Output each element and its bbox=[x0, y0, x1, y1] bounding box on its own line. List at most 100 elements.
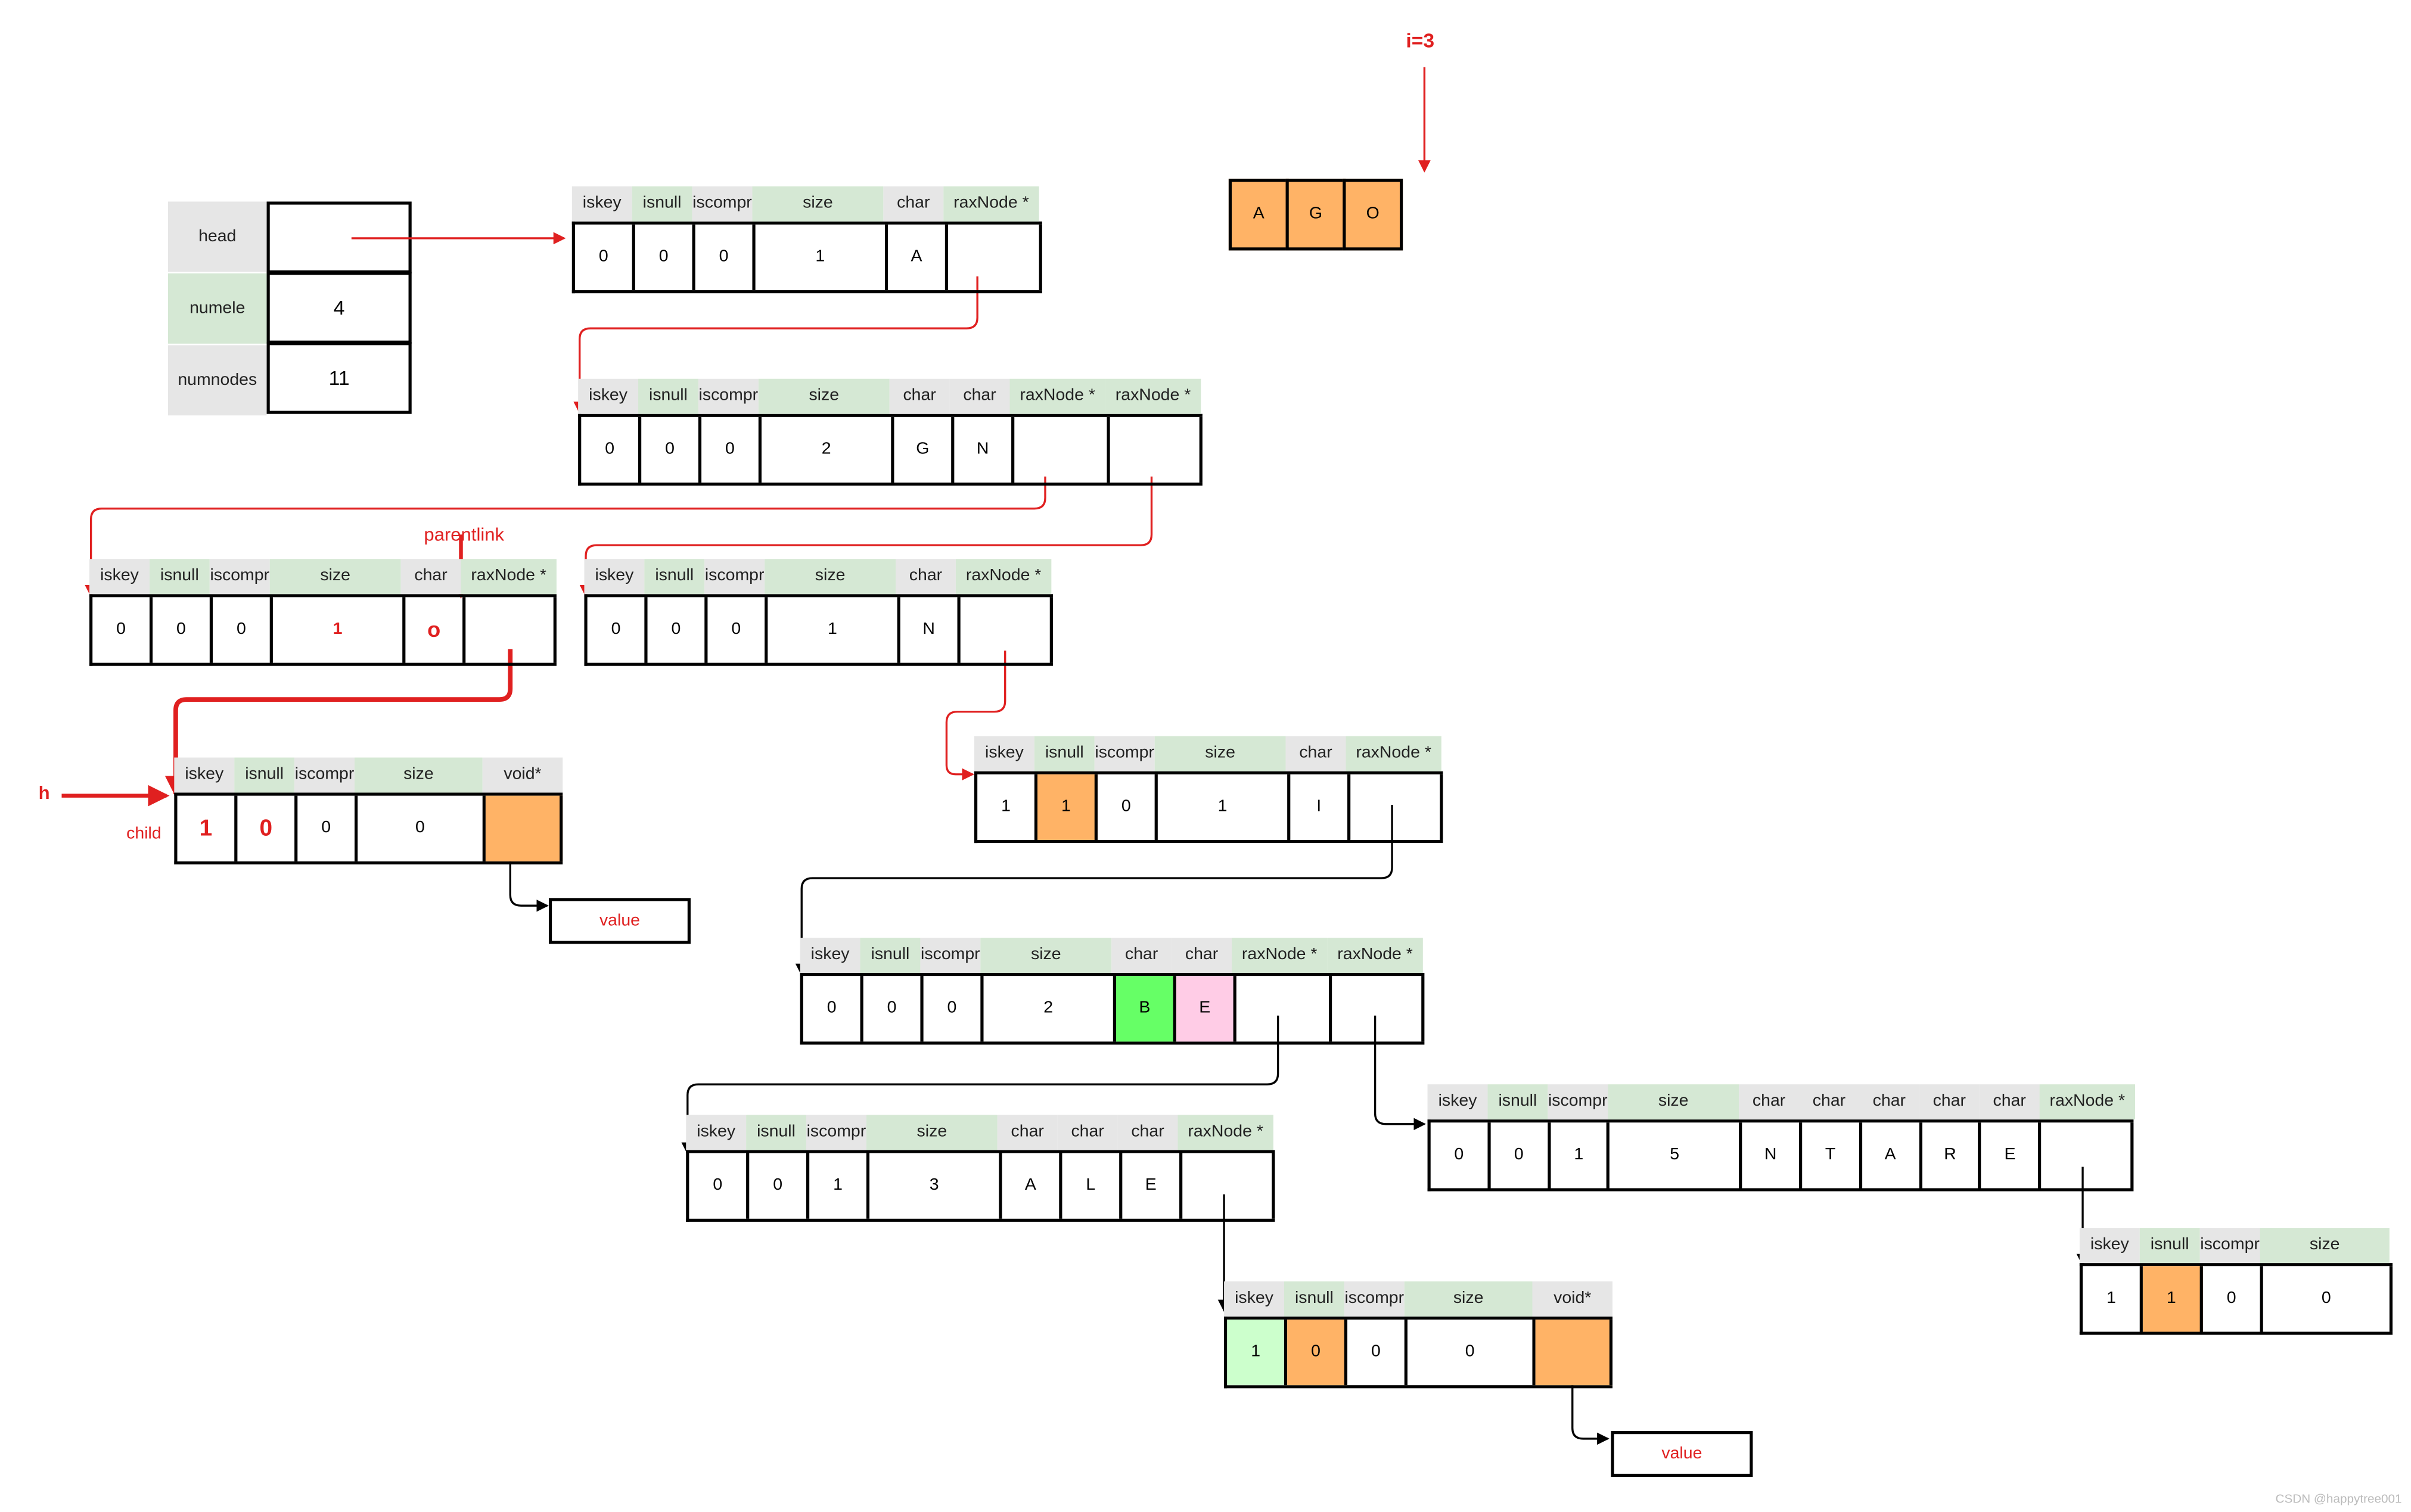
value-cell: 0 bbox=[863, 976, 924, 1042]
insert-key-chars: A G O bbox=[1228, 178, 1403, 251]
header-cell: size bbox=[765, 559, 896, 595]
header-cell: char bbox=[1859, 1084, 1919, 1120]
rax-node-annie: iskey isnull iscompr size char char char… bbox=[1427, 1084, 2135, 1191]
header-cell: void* bbox=[482, 757, 563, 793]
header-cell: iskey bbox=[89, 559, 150, 595]
value-cell: 1 bbox=[178, 795, 238, 861]
header-cell: char bbox=[949, 378, 1010, 414]
void-pointer-cell bbox=[485, 795, 563, 861]
header-cell: char bbox=[1117, 1115, 1178, 1150]
header-cell: iscompr bbox=[692, 186, 753, 222]
rax-node-annibale: iskey isnull iscompr size void* 1 0 0 0 bbox=[1224, 1281, 1613, 1389]
value-cell: N bbox=[900, 597, 961, 663]
header-cell: iscompr bbox=[920, 938, 981, 973]
header-cell: iskey bbox=[571, 186, 632, 222]
header-cell: iscompr bbox=[1344, 1281, 1405, 1317]
value-cell: 0 bbox=[2203, 1266, 2263, 1332]
pointer-cell bbox=[1014, 416, 1110, 483]
value-cell: 1 bbox=[273, 597, 406, 663]
arrow bbox=[1571, 1359, 1610, 1445]
pointer-cell bbox=[1332, 976, 1425, 1042]
void-pointer-cell bbox=[1535, 1319, 1613, 1386]
header-cell: char bbox=[400, 559, 461, 595]
header-cell: isnull bbox=[2139, 1228, 2200, 1264]
pointer-cell bbox=[1236, 976, 1332, 1042]
rax-node-anni: iskey isnull iscompr size char char raxN… bbox=[800, 938, 1425, 1045]
header-cell: size bbox=[980, 938, 1112, 973]
pointer-cell bbox=[1110, 416, 1203, 483]
rax-numele-label: numele bbox=[167, 273, 267, 344]
value-cell: 1 bbox=[977, 774, 1038, 840]
value-cell: 1 bbox=[768, 597, 900, 663]
value-cell: E bbox=[1122, 1153, 1183, 1219]
rax-struct: head numele numnodes 4 11 bbox=[167, 201, 412, 416]
header-cell: char bbox=[1739, 1084, 1800, 1120]
header-cell: char bbox=[883, 186, 944, 222]
header-cell: isnull bbox=[1034, 736, 1095, 771]
header-cell: iscompr bbox=[2199, 1228, 2260, 1264]
value-cell: 0 bbox=[575, 224, 635, 291]
value-cell: A bbox=[1862, 1122, 1922, 1189]
header-cell: isnull bbox=[638, 378, 698, 414]
header-cell: size bbox=[1608, 1084, 1739, 1120]
value-cell: 0 bbox=[701, 416, 762, 483]
rax-numnodes-value: 11 bbox=[266, 342, 412, 414]
header-cell: iskey bbox=[1224, 1281, 1284, 1317]
header-cell: isnull bbox=[1487, 1084, 1548, 1120]
header-cell: isnull bbox=[632, 186, 692, 222]
value-cell: 0 bbox=[689, 1153, 750, 1219]
header-cell: raxNode * bbox=[955, 559, 1052, 595]
h-label: h bbox=[38, 782, 50, 804]
header-cell: raxNode * bbox=[943, 186, 1039, 222]
header-cell: iskey bbox=[686, 1115, 747, 1150]
arrow bbox=[573, 276, 978, 414]
header-cell: char bbox=[1919, 1084, 1980, 1120]
header-cell: char bbox=[889, 378, 950, 414]
header-cell: size bbox=[1404, 1281, 1533, 1317]
header-cell: char bbox=[1111, 938, 1172, 973]
value-cell: I bbox=[1290, 774, 1351, 840]
value-cell: 1 bbox=[1551, 1122, 1611, 1189]
value-cell: 1 bbox=[1158, 774, 1291, 840]
rax-node-annib: iskey isnull iscompr size char char char… bbox=[686, 1115, 1275, 1222]
rax-node-an: iskey isnull iscompr size char raxNode *… bbox=[584, 559, 1053, 666]
header-cell: char bbox=[1172, 938, 1232, 973]
value-cell: 0 bbox=[803, 976, 863, 1042]
arrow bbox=[1374, 1015, 1426, 1131]
key-char: A bbox=[1228, 178, 1289, 251]
rax-node-ag: iskey isnull iscompr size char raxNode *… bbox=[89, 559, 557, 666]
header-cell: char bbox=[1979, 1084, 2040, 1120]
header-cell: char bbox=[1799, 1084, 1859, 1120]
value-cell: E bbox=[1176, 976, 1236, 1042]
rax-node-root: iskey isnull iscompr size char raxNode *… bbox=[571, 186, 1042, 294]
header-cell: isnull bbox=[860, 938, 921, 973]
value-cell: B bbox=[1116, 976, 1176, 1042]
header-cell: char bbox=[1057, 1115, 1118, 1150]
header-cell: iskey bbox=[584, 559, 645, 595]
pointer-cell bbox=[465, 597, 557, 663]
value-cell: 2 bbox=[762, 416, 894, 483]
pointer-cell bbox=[2042, 1122, 2134, 1189]
value-cell: 1 bbox=[756, 224, 888, 291]
value-cell: G bbox=[894, 416, 955, 483]
value-cell: 0 bbox=[297, 795, 358, 861]
header-cell: iskey bbox=[578, 378, 639, 414]
value-cell: 0 bbox=[213, 597, 273, 663]
value-cell: o bbox=[405, 597, 466, 663]
header-cell: isnull bbox=[1284, 1281, 1344, 1317]
parentlink-label: parentlink bbox=[424, 524, 505, 546]
header-cell: iscompr bbox=[209, 559, 270, 595]
rax-numnodes-label: numnodes bbox=[167, 345, 267, 416]
header-cell: size bbox=[752, 186, 884, 222]
value-cell: 1 bbox=[2142, 1266, 2203, 1332]
value-cell: 0 bbox=[1287, 1319, 1348, 1386]
value-cell: 0 bbox=[1098, 774, 1158, 840]
value-cell: 0 bbox=[588, 597, 648, 663]
value-cell: 0 bbox=[695, 224, 756, 291]
header-cell: size bbox=[355, 757, 483, 793]
header-cell: size bbox=[2260, 1228, 2390, 1264]
insert-index-label: i=3 bbox=[1406, 29, 1435, 52]
arrow bbox=[85, 476, 1046, 598]
